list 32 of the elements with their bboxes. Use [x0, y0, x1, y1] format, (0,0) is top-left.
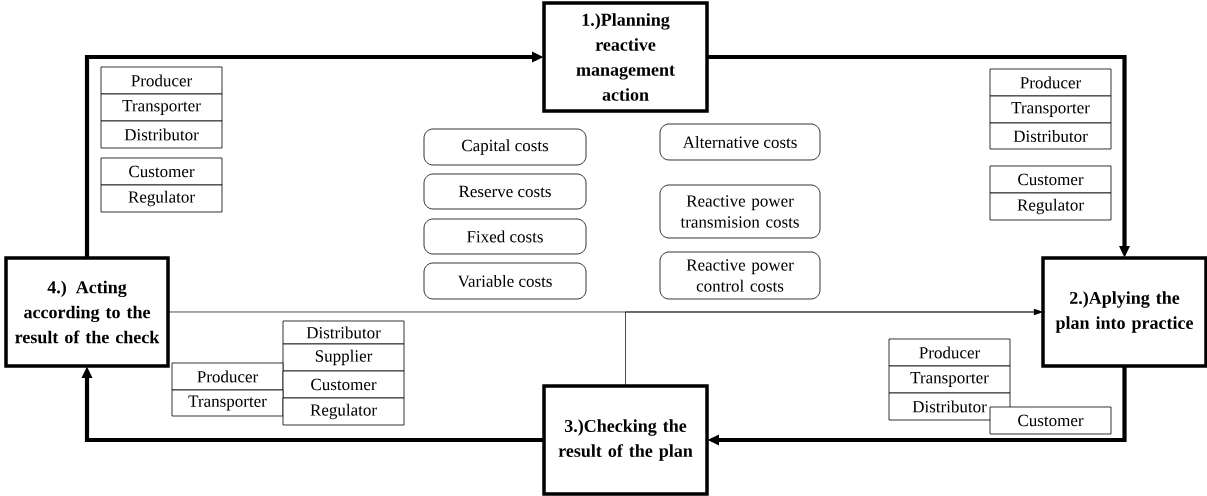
- role-cell: Regulator: [989, 192, 1112, 221]
- role-cell: Customer: [989, 406, 1112, 435]
- role-cell: Regulator: [282, 397, 405, 426]
- role-cell: Transporter: [888, 365, 1011, 394]
- cost-box: Reserve costs: [423, 173, 587, 210]
- cost-box: Reactive power control costs: [659, 251, 821, 300]
- role-cell: Distributor: [989, 122, 1112, 150]
- role-cell: Supplier: [282, 343, 405, 372]
- role-cell: Transporter: [171, 389, 284, 417]
- role-cell: Regulator: [100, 184, 223, 213]
- role-cell: Distributor: [282, 320, 405, 345]
- arrow: [625, 309, 1043, 387]
- step-box: 3.)Checking the result of the plan: [542, 384, 709, 496]
- step-box: 4.) Acting according to the result of the check: [4, 256, 170, 368]
- cost-box: Reactive power transmision costs: [659, 184, 821, 239]
- role-cell: Distributor: [100, 120, 223, 149]
- step-box: 2.)Aplying the plan into practice: [1041, 256, 1207, 368]
- cost-box: Alternative costs: [659, 123, 821, 161]
- role-cell: Producer: [171, 362, 284, 391]
- cost-box: Capital costs: [423, 128, 587, 166]
- role-cell: Producer: [989, 68, 1112, 97]
- role-cell: Customer: [100, 157, 223, 186]
- role-cell: Transporter: [989, 95, 1112, 124]
- role-cell: Producer: [888, 338, 1011, 367]
- role-cell: Transporter: [100, 93, 223, 122]
- cost-box: Variable costs: [423, 262, 587, 300]
- role-cell: Customer: [989, 165, 1112, 194]
- step-box: 1.)Planning reactive management action: [542, 1, 709, 113]
- cost-box: Fixed costs: [423, 218, 587, 255]
- role-cell: Distributor: [888, 392, 1011, 421]
- role-cell: Customer: [282, 370, 405, 399]
- role-cell: Producer: [100, 66, 223, 95]
